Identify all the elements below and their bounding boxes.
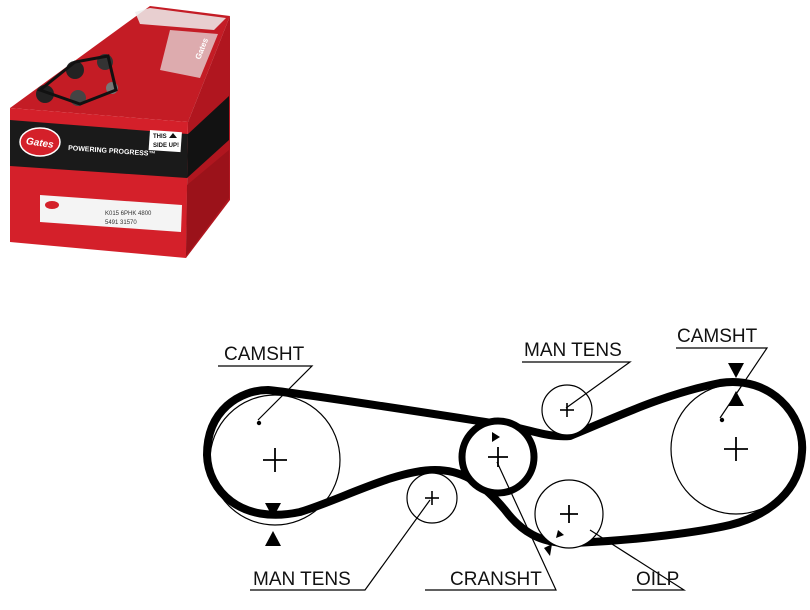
leader-lines xyxy=(218,347,769,591)
product-label: K015 6PHK 4800 5491 31570 xyxy=(40,195,182,232)
product-box: Gates POWERING PROGRESS™ THIS SIDE UP! K… xyxy=(10,6,230,258)
svg-text:THIS: THIS xyxy=(153,134,167,140)
oil-pump-pulley xyxy=(534,479,604,549)
upper-tensioner-pulley xyxy=(541,384,593,436)
crankshaft-pulley xyxy=(458,417,538,497)
label-camshaft-left: CAMSHT xyxy=(224,344,305,365)
label-tensioner-bottom: MAN TENS xyxy=(253,569,351,590)
right-timing-mark-bottom xyxy=(728,391,744,406)
belt-diagram: CAMSHT MAN TENS CAMSHT MAN TENS CRANSHT … xyxy=(203,326,807,591)
left-camshaft-pulley xyxy=(209,394,341,526)
label-code-2: 5491 31570 xyxy=(105,220,137,226)
timing-marks xyxy=(265,363,744,556)
this-side-up-sticker: THIS SIDE UP! xyxy=(148,130,182,153)
label-crankshaft: CRANSHT xyxy=(450,569,542,590)
label-code-1: K015 6PHK 4800 xyxy=(105,211,152,217)
right-camshaft-pulley xyxy=(670,383,802,515)
label-tensioner-top: MAN TENS xyxy=(524,340,622,361)
left-timing-mark-bottom xyxy=(265,531,281,546)
svg-text:SIDE UP!: SIDE UP! xyxy=(153,143,179,149)
left-timing-mark-top xyxy=(265,503,281,518)
right-timing-mark-top xyxy=(728,363,744,378)
timing-belt xyxy=(203,377,807,548)
label-oil-pump: OILP xyxy=(636,569,679,590)
gates-logo: Gates xyxy=(19,127,61,157)
lower-tensioner-pulley xyxy=(406,472,458,524)
oil-pump-timing-mark xyxy=(544,544,552,556)
brand-text: Gates xyxy=(25,136,54,151)
label-camshaft-right: CAMSHT xyxy=(677,326,758,347)
box-pulley-illustration xyxy=(36,8,226,106)
